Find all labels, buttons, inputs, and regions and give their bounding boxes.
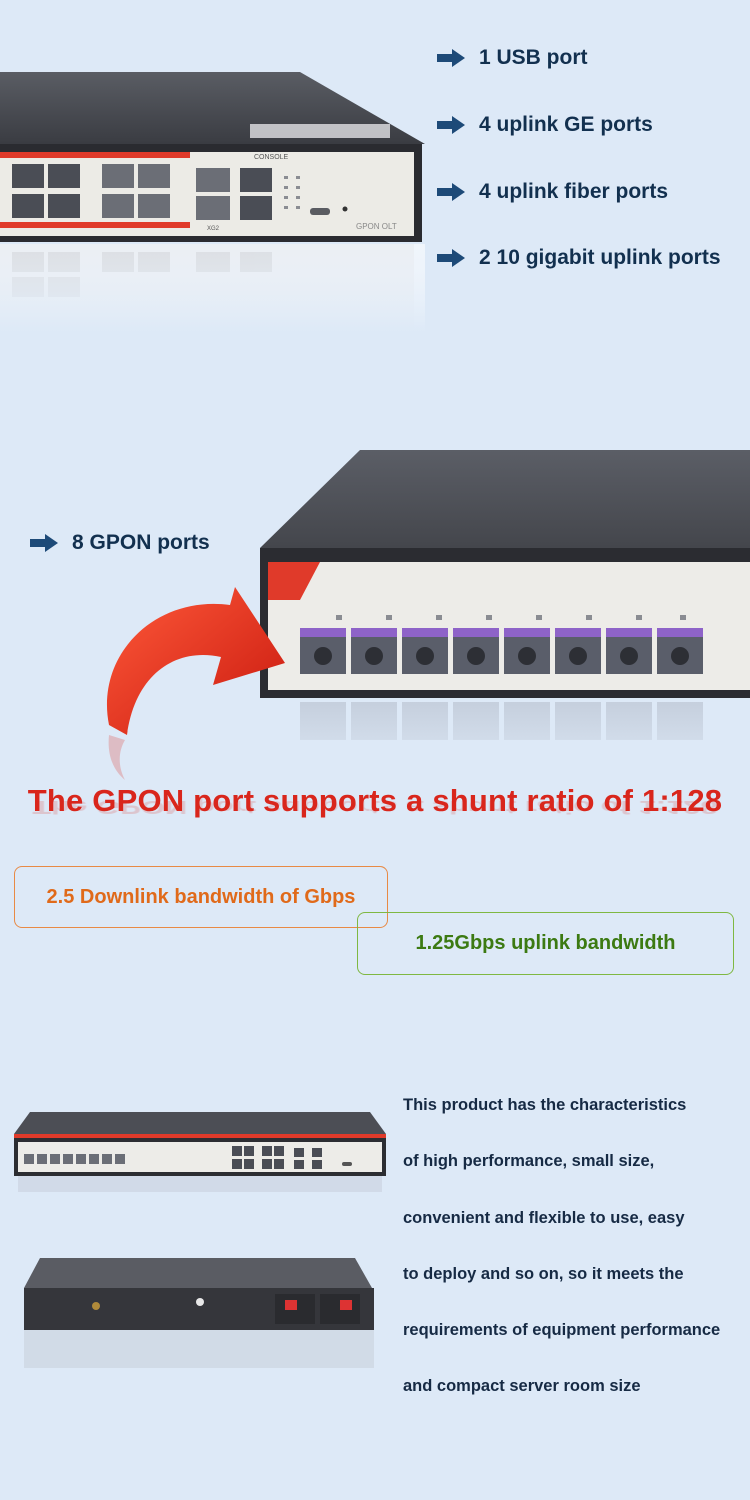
olt-front-closeup (0, 72, 425, 332)
description-line: requirements of equipment performance (403, 1321, 721, 1340)
uplink-bandwidth-label: 1.25Gbps uplink bandwidth (415, 932, 676, 954)
console-port-label: CONSOLE (254, 154, 289, 161)
olt-gpon-closeup (260, 450, 750, 780)
feature-label: 1 USB port (479, 46, 588, 69)
curved-arrow-icon (106, 587, 285, 780)
feature-label: 2 10 gigabit uplink ports (479, 246, 721, 269)
headline-shunt-ratio: The GPON port supports a shunt ratio of … (27, 783, 723, 818)
olt-front-view (14, 1112, 386, 1192)
feature-ge-ports: 4 uplink GE ports (437, 113, 653, 137)
feature-fiber-ports: 4 uplink fiber ports (437, 180, 668, 204)
arrow-right-icon (437, 49, 465, 67)
product-description: This product has the characteristics of … (403, 1088, 750, 1426)
feature-10g-ports: 2 10 gigabit uplink ports (437, 246, 721, 270)
description-line: and compact server room size (403, 1377, 641, 1396)
feature-gpon-ports: 8 GPON ports (30, 531, 210, 555)
feature-label: 8 GPON ports (72, 531, 210, 554)
olt-rear-view (24, 1258, 374, 1368)
headline-reflection: The GPON port supports a shunt ratio of … (32, 797, 718, 818)
feature-label: 4 uplink GE ports (479, 113, 653, 136)
description-line: This product has the characteristics (403, 1096, 687, 1114)
description-line: of high performance, small size, (403, 1152, 655, 1171)
uplink-bandwidth-box: 1.25Gbps uplink bandwidth (357, 912, 734, 975)
description-line: to deploy and so on, so it meets the (403, 1264, 684, 1283)
description-line: convenient and flexible to use, easy (403, 1208, 685, 1227)
arrow-right-icon (30, 534, 58, 552)
xg2-port-label: XG2 (207, 226, 220, 232)
arrow-right-icon (437, 249, 465, 267)
downlink-bandwidth-box: 2.5 Downlink bandwidth of Gbps (14, 866, 388, 928)
feature-usb-port: 1 USB port (437, 46, 588, 70)
brand-label: GPON OLT (356, 222, 397, 231)
arrow-right-icon (437, 183, 465, 201)
arrow-right-icon (437, 116, 465, 134)
downlink-bandwidth-label: 2.5 Downlink bandwidth of Gbps (46, 885, 356, 908)
feature-label: 4 uplink fiber ports (479, 180, 669, 203)
